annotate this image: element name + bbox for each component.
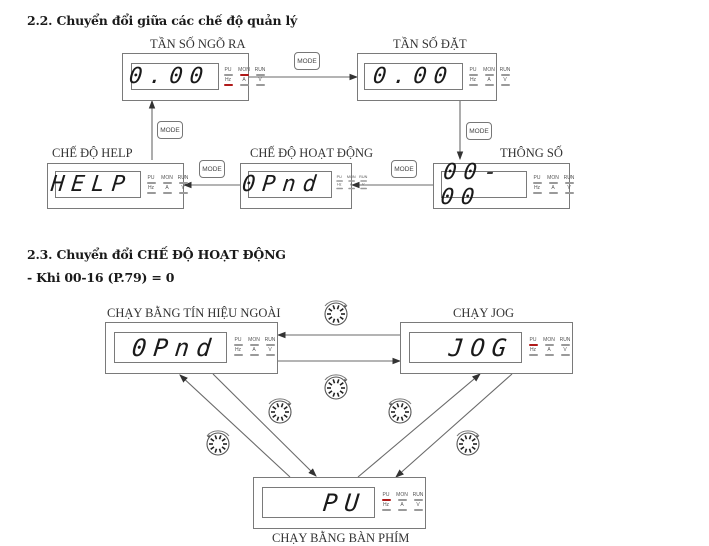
led-hz-on (223, 83, 233, 86)
mode-button[interactable]: MODE (157, 121, 183, 139)
mode-button[interactable]: MODE (466, 122, 492, 140)
lcd-screen: 0Pnd (114, 332, 227, 363)
section-2-3-condition: - Khi 00-16 (P.79) = 0 (27, 270, 175, 285)
lcd-value: 0.00 (371, 64, 456, 89)
arrow-external-to-keypad (212, 373, 317, 477)
lcd-screen: 0Pnd (241, 171, 332, 198)
caption-help-mode: CHẾ ĐỘ HELP (52, 146, 133, 160)
rotary-knob-icon (202, 426, 234, 458)
caption-keypad: CHẠY BẰNG BÀN PHÍM (272, 531, 410, 545)
lcd-screen: PU (262, 487, 375, 518)
mode-button[interactable]: MODE (199, 160, 225, 178)
lcd-value: 0Pnd (240, 172, 325, 197)
lcd-value: JOG (447, 333, 515, 362)
lcd-value: HELP (49, 172, 134, 197)
caption-external-signal: CHẠY BẰNG TÍN HIỆU NGOÀI (107, 306, 281, 320)
section-2-3-title: 2.3. Chuyển đổi CHẾ ĐỘ HOẠT ĐỘNG (27, 247, 286, 262)
rotary-knob-icon (384, 394, 416, 426)
lcd-screen: HELP (50, 171, 141, 198)
lcd-value: PU (321, 488, 368, 517)
mode-button[interactable]: MODE (294, 52, 320, 70)
caption-output-frequency: TẦN SỐ NGÕ RA (150, 37, 246, 51)
rotary-knob-icon (452, 426, 484, 458)
caption-jog: CHẠY JOG (453, 306, 514, 320)
lcd-screen: 00-00 (439, 160, 527, 210)
lcd-value: 0.00 (127, 64, 212, 89)
lcd-screen: 0.00 (364, 63, 463, 90)
caption-operation-mode: CHẾ ĐỘ HOẠT ĐỘNG (250, 146, 374, 160)
rotary-knob-icon (320, 370, 352, 402)
lcd-screen: 0.00 (127, 63, 219, 90)
arrow-jog-to-keypad (395, 373, 513, 478)
lcd-value: 0Pnd (130, 333, 220, 362)
rotary-knob-icon (264, 394, 296, 426)
led-pu-on (528, 343, 538, 346)
rotary-knob-icon (320, 296, 352, 328)
led-pu-on (381, 498, 391, 501)
caption-parameter: THÔNG SỐ (500, 146, 563, 160)
arrow-keypad-to-jog (357, 373, 481, 478)
arrow-keypad-to-external (179, 374, 291, 478)
led-mon-on (239, 73, 249, 76)
caption-set-frequency: TẦN SỐ ĐẶT (393, 37, 467, 51)
section-2-2-title: 2.2. Chuyển đổi giữa các chế độ quản lý (27, 13, 298, 28)
lcd-screen: JOG (409, 332, 522, 363)
mode-button[interactable]: MODE (391, 160, 417, 178)
lcd-value: 00-00 (439, 159, 506, 210)
